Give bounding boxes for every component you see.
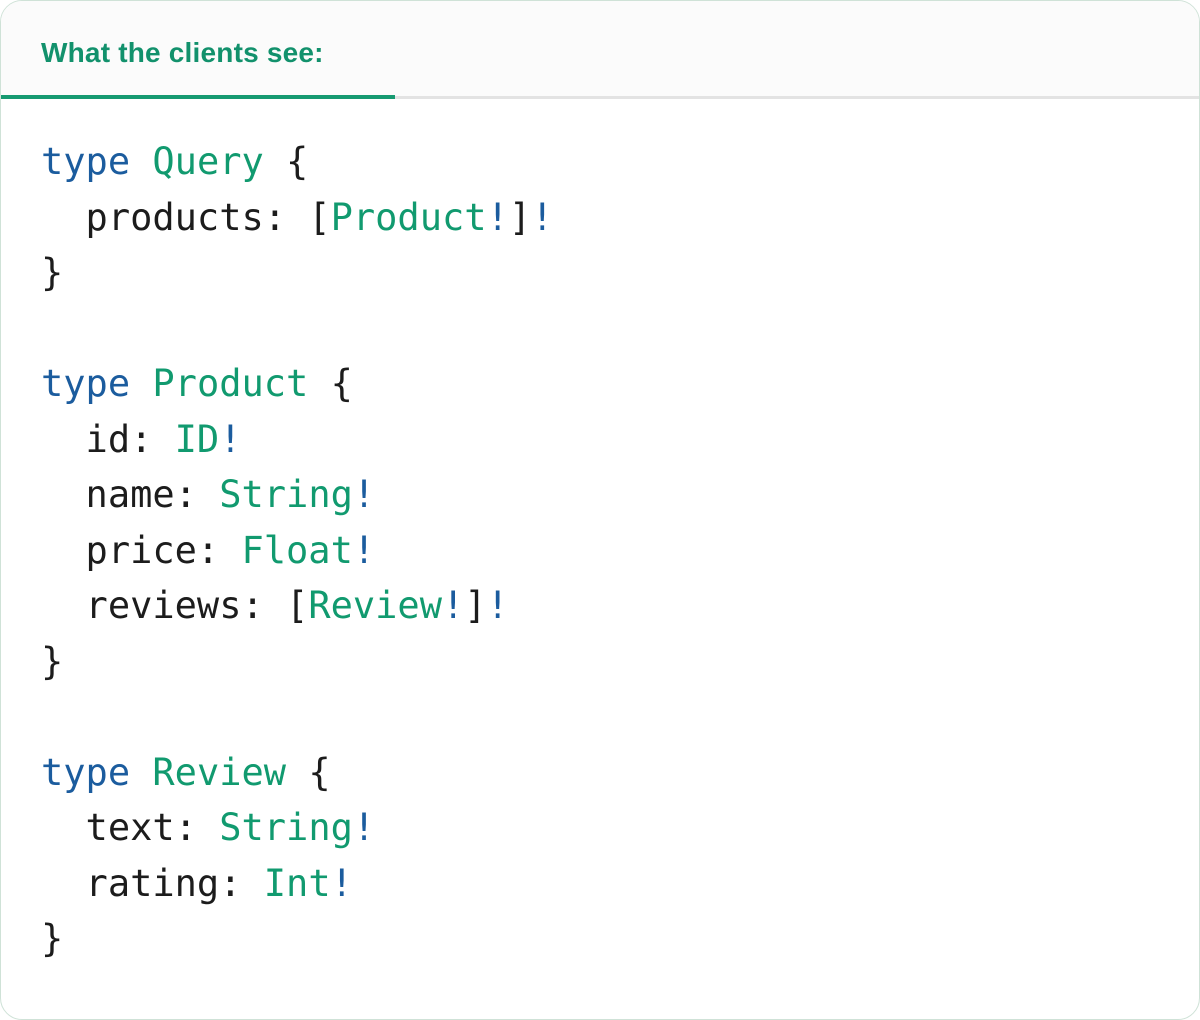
code-line: reviews: [Review!]! [41, 584, 509, 627]
tab-label: What the clients see: [41, 37, 324, 68]
code-line [41, 689, 1159, 745]
code-line: text: String! [41, 806, 376, 849]
code-line: products: [Product!]! [41, 195, 554, 239]
code-line [41, 301, 1159, 357]
tab-what-clients-see[interactable]: What the clients see: [1, 1, 395, 99]
code-line: id: ID! [41, 417, 242, 461]
code-block: type Query { products: [Product!]!} type… [1, 99, 1199, 967]
code-line: } [41, 917, 64, 960]
code-line: type Review { [41, 750, 331, 794]
tab-bar: What the clients see: [1, 1, 1199, 99]
code-line: type Product { [41, 362, 353, 405]
code-line: rating: Int! [41, 861, 353, 905]
code-line: } [41, 639, 64, 683]
code-line: name: String! [41, 473, 376, 516]
code-line: } [41, 251, 64, 294]
code-line: type Query { [41, 140, 309, 183]
code-line: price: Float! [41, 528, 376, 572]
